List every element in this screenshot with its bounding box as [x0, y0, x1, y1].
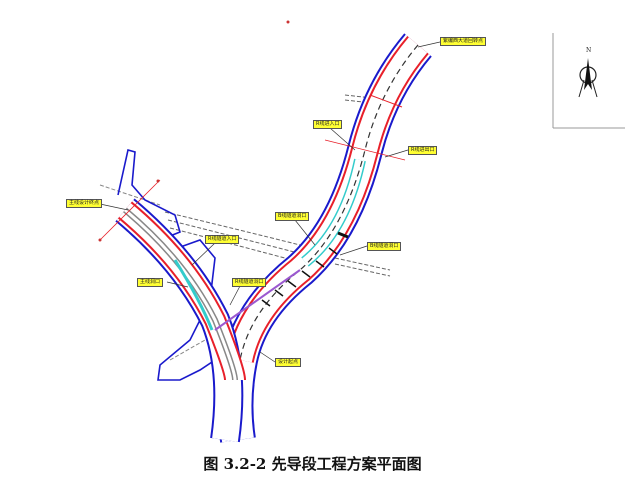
label-b-tunnel-portal-1: B线隧道洞口: [275, 212, 310, 221]
label-r-tunnel-portal: R线隧道洞口: [232, 278, 267, 287]
label-r-tunnel-entrance: R线隧道入口: [205, 235, 240, 244]
figure-caption: 图 3.2-2 先导段工程方案平面图: [203, 455, 422, 473]
survey-points: [98, 20, 290, 242]
section-ticks: [99, 94, 406, 307]
label-r-line-entrance: R线进入口: [313, 120, 343, 129]
label-main-portal: 主线洞口: [137, 278, 164, 287]
label-turnaround-point: 紫编西大道回转点: [440, 37, 487, 46]
label-r-line-exit: R线进出口: [408, 146, 438, 155]
label-b-tunnel-portal-2: B线隧道洞口: [367, 242, 402, 251]
site-boundary: [117, 148, 231, 381]
north-arrow-icon: [578, 58, 598, 98]
leader-lines: [99, 41, 441, 363]
label-main-design-end: 主线设计终点: [66, 199, 103, 208]
label-design-start: 设计起点: [275, 358, 302, 367]
left-branch: [115, 198, 301, 443]
compass-frame: [552, 33, 625, 129]
north-label: N: [586, 47, 592, 54]
